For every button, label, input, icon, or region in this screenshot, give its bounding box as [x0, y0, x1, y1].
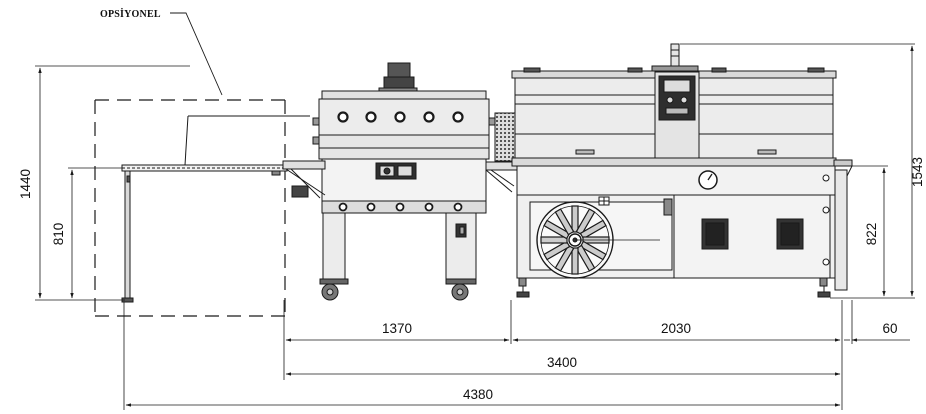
transfer-conveyor	[282, 112, 519, 199]
dim-conveyor-height: 810	[51, 223, 66, 246]
dim-combined-length: 3400	[547, 355, 577, 370]
optional-dashed-frame	[94, 99, 286, 317]
shrink-tunnel	[312, 62, 496, 301]
dim-total-length: 4380	[463, 387, 493, 402]
dim-sealer-length: 2030	[661, 321, 691, 336]
svg-text:OPSİYONEL: OPSİYONEL	[100, 8, 161, 20]
dim-side-offset: 60	[882, 321, 897, 336]
dimension-lines	[35, 43, 915, 410]
l-sealer-machine	[511, 43, 853, 298]
dimension-labels: 1440 810 1543 822 1370 2030 60 3400 4380	[18, 157, 925, 402]
dim-overall-height: 1543	[910, 157, 925, 187]
dim-total-height: 1440	[18, 169, 33, 199]
dim-tunnel-length: 1370	[382, 321, 412, 336]
dim-machine-height: 822	[864, 223, 879, 246]
film-reel	[536, 201, 660, 279]
optional-label: OPSİYONEL	[100, 8, 223, 96]
infeed-conveyor	[121, 115, 310, 303]
